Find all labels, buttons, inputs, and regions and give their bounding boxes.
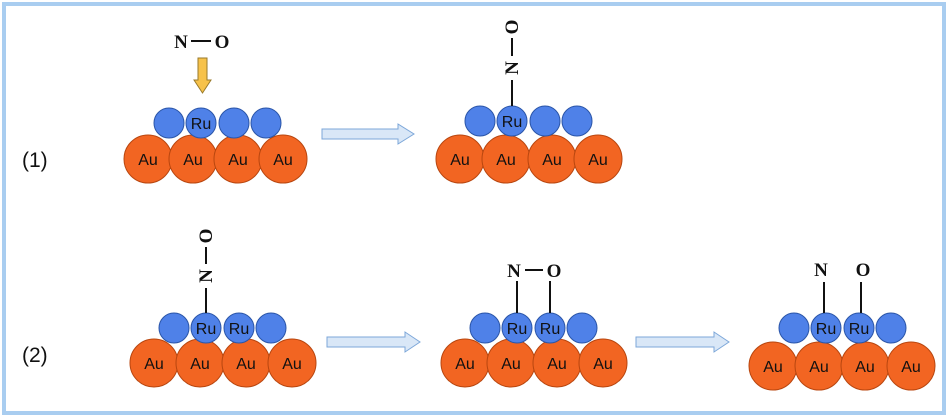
au-layer: Au Au Au Au bbox=[440, 338, 628, 388]
au-label: Au bbox=[547, 356, 567, 373]
n-atom-label: N bbox=[502, 61, 523, 75]
dissociated-n-o: N O bbox=[814, 260, 870, 313]
au-layer: Au Au Au Au bbox=[435, 134, 623, 184]
au-atom bbox=[258, 134, 308, 184]
au-label: Au bbox=[809, 359, 829, 376]
surface-atom bbox=[250, 107, 282, 139]
n-atom-label: N bbox=[174, 32, 188, 53]
au-atom bbox=[267, 338, 317, 388]
right-arrow-icon bbox=[635, 331, 730, 353]
surface-atom bbox=[778, 312, 810, 344]
ru-label: Ru bbox=[502, 114, 522, 131]
au-layer: Au Au Au Au bbox=[123, 134, 308, 184]
ru-label: Ru bbox=[507, 321, 527, 338]
surface-layer: Ru Ru bbox=[469, 312, 598, 344]
o-atom-label: O bbox=[856, 260, 871, 281]
right-arrow-icon bbox=[321, 123, 415, 145]
n-atom-label: N bbox=[814, 260, 828, 281]
ru-atom bbox=[223, 312, 255, 344]
o-atom-label: O bbox=[196, 229, 217, 244]
au-layer: Au Au Au Au bbox=[748, 341, 936, 391]
au-label: Au bbox=[588, 152, 608, 169]
au-label: Au bbox=[901, 359, 921, 376]
ru-label: Ru bbox=[816, 321, 836, 338]
au-label: Au bbox=[496, 152, 516, 169]
ru-atom bbox=[843, 312, 875, 344]
ru-atom bbox=[185, 107, 217, 139]
au-label: Au bbox=[455, 356, 475, 373]
au-layer: Au Au Au Au bbox=[129, 338, 317, 388]
au-label: Au bbox=[542, 152, 562, 169]
surface-atom bbox=[153, 107, 185, 139]
ru-label: Ru bbox=[196, 321, 216, 338]
au-label: Au bbox=[236, 356, 256, 373]
o-atom-label: O bbox=[502, 20, 523, 35]
surface-atom bbox=[566, 312, 598, 344]
au-label: Au bbox=[228, 152, 248, 169]
surface-atom bbox=[255, 312, 287, 344]
surface-atom bbox=[529, 105, 561, 137]
right-arrow-icon bbox=[326, 331, 421, 353]
au-label: Au bbox=[450, 152, 470, 169]
au-label: Au bbox=[144, 356, 164, 373]
au-label: Au bbox=[763, 359, 783, 376]
ru-label: Ru bbox=[191, 116, 211, 133]
surface-layer: Ru bbox=[153, 107, 282, 139]
no-molecule-bridging: N O bbox=[507, 261, 561, 313]
au-label: Au bbox=[190, 356, 210, 373]
au-label: Au bbox=[282, 356, 302, 373]
o-atom-label: O bbox=[547, 261, 562, 282]
panel-2b: Au Au Au Au Ru Ru N O bbox=[440, 261, 628, 388]
surface-layer: Ru bbox=[464, 105, 593, 137]
ru-atom bbox=[810, 312, 842, 344]
row-label-2: (2) bbox=[22, 344, 48, 367]
no-molecule: N O bbox=[174, 32, 229, 53]
ru-label: Ru bbox=[540, 321, 560, 338]
surface-atom bbox=[469, 312, 501, 344]
down-arrow-icon bbox=[193, 57, 212, 94]
surface-atom bbox=[158, 312, 190, 344]
panel-2a: Au Au Au Au Ru Ru N O bbox=[129, 229, 317, 388]
surface-layer: Ru Ru bbox=[158, 312, 287, 344]
ru-label: Ru bbox=[229, 321, 249, 338]
panel-1b: Au Au Au Au Ru N O bbox=[435, 20, 623, 184]
au-label: Au bbox=[138, 152, 158, 169]
au-label: Au bbox=[273, 152, 293, 169]
au-atom bbox=[886, 341, 936, 391]
au-label: Au bbox=[501, 356, 521, 373]
surface-atom bbox=[875, 312, 907, 344]
au-atom bbox=[573, 134, 623, 184]
panel-2c: Au Au Au Au Ru Ru N O bbox=[748, 260, 936, 391]
surface-atom bbox=[218, 107, 250, 139]
no-molecule-vertical: N O bbox=[502, 20, 523, 106]
panel-1a: Au Au Au Au Ru N O bbox=[123, 32, 308, 184]
no-molecule-vertical: N O bbox=[196, 229, 217, 313]
au-label: Au bbox=[855, 359, 875, 376]
ru-label: Ru bbox=[849, 321, 869, 338]
surface-atom bbox=[561, 105, 593, 137]
row-label-1: (1) bbox=[22, 149, 48, 172]
n-atom-label: N bbox=[196, 269, 217, 283]
surface-layer: Ru Ru bbox=[778, 312, 907, 344]
surface-atom bbox=[464, 105, 496, 137]
au-atom bbox=[578, 338, 628, 388]
n-atom-label: N bbox=[507, 261, 521, 282]
au-label: Au bbox=[183, 152, 203, 169]
o-atom-label: O bbox=[215, 32, 230, 53]
au-label: Au bbox=[593, 356, 613, 373]
